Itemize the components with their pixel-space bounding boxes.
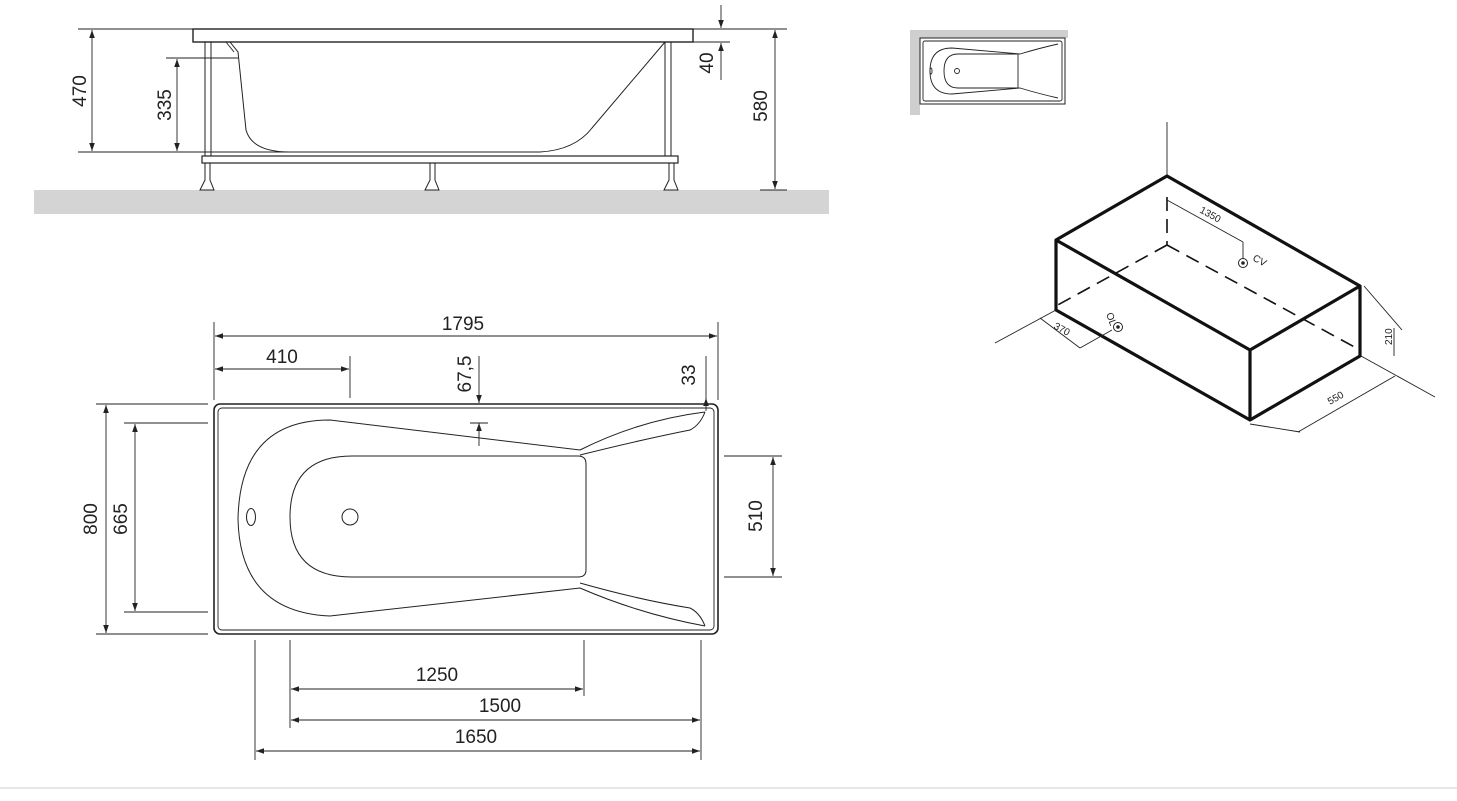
cv-label: CV bbox=[1251, 253, 1269, 270]
tub-outline-inner bbox=[217, 407, 715, 631]
floor bbox=[34, 190, 829, 214]
cv-marker bbox=[1238, 258, 1248, 268]
iso-view: CV OL 1350 370 550 210 bbox=[994, 122, 1436, 433]
dim-1350: 1350 bbox=[1198, 205, 1223, 226]
ol-label: OL bbox=[1103, 311, 1118, 328]
dim-33: 33 bbox=[679, 364, 700, 385]
dim-335: 335 bbox=[155, 89, 176, 121]
tub-body bbox=[229, 41, 666, 153]
dim-410: 410 bbox=[266, 347, 298, 368]
basin-floor bbox=[289, 455, 587, 578]
iso-box bbox=[1054, 174, 1362, 422]
thumbnail-plan bbox=[910, 30, 1068, 115]
dim-1650: 1650 bbox=[455, 727, 497, 748]
dim-67-5: 67,5 bbox=[455, 356, 476, 393]
dim-510: 510 bbox=[746, 500, 767, 532]
dim-210: 210 bbox=[1384, 328, 1395, 345]
drain-hole bbox=[341, 508, 359, 526]
dim-800: 800 bbox=[81, 503, 102, 535]
inner-rim-curve bbox=[237, 411, 706, 627]
dim-1795: 1795 bbox=[442, 314, 484, 335]
overflow-hole bbox=[246, 508, 256, 526]
dim-470: 470 bbox=[70, 75, 91, 107]
dim-580: 580 bbox=[751, 90, 772, 122]
dim-550: 550 bbox=[1326, 390, 1346, 408]
dim-1500: 1500 bbox=[479, 696, 521, 717]
dim-665: 665 bbox=[111, 503, 132, 535]
top-view: 1795 410 1250 1500 1650 800 665 510 67,5… bbox=[81, 314, 782, 760]
tub-rim bbox=[192, 28, 694, 43]
dim-370: 370 bbox=[1052, 321, 1072, 339]
dim-40: 40 bbox=[697, 52, 718, 73]
ol-marker bbox=[1113, 322, 1123, 332]
side-view: 470 335 40 580 bbox=[34, 5, 829, 214]
frame bbox=[199, 42, 679, 191]
dim-1250: 1250 bbox=[416, 665, 458, 686]
